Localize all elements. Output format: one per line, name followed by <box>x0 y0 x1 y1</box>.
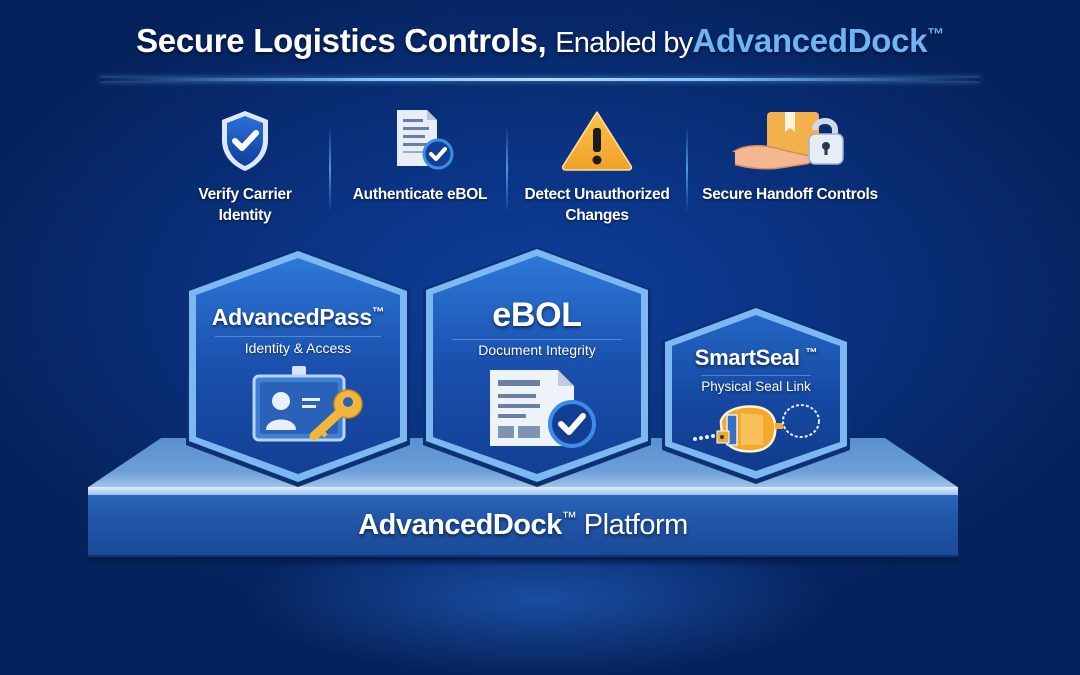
platform-edge <box>88 487 958 495</box>
title-main: Secure Logistics Controls, <box>136 22 547 59</box>
hand-package-lock-icon <box>731 112 844 170</box>
feature-divider <box>329 125 331 213</box>
document-check-icon <box>490 370 596 448</box>
warning-triangle-icon <box>561 111 633 171</box>
module-divider <box>701 375 811 376</box>
platform-shadow <box>88 557 958 567</box>
module-title: SmartSeal ™ <box>694 345 818 370</box>
feature-label: Detect Unauthorized Changes <box>524 186 670 224</box>
document-check-icon <box>397 110 454 170</box>
module-title: eBOL <box>492 296 582 335</box>
hexagon-shape <box>662 306 850 484</box>
id-badge-key-icon <box>252 366 363 442</box>
feature-label: Verify Carrier Identity <box>198 186 292 224</box>
module-subtitle: Identity & Access <box>244 340 352 356</box>
title-trademark: ™ <box>927 25 944 44</box>
feature-divider <box>506 125 508 213</box>
platform-base: AdvancedDock™ Platform <box>88 495 958 557</box>
feature-label: Authenticate eBOL <box>352 186 488 203</box>
module-divider <box>452 339 622 340</box>
title-underline-glow <box>100 78 980 81</box>
module-ebol: eBOL Document Integrity <box>422 246 652 488</box>
module-advancedpass: AdvancedPass™ Identity & Access <box>185 248 411 488</box>
hexagon-shape <box>423 247 651 487</box>
feature-divider <box>686 125 688 213</box>
module-subtitle: Physical Seal Link <box>701 379 811 394</box>
page-title: Secure Logistics Controls, Enabled byAdv… <box>0 22 1080 60</box>
platform-label: AdvancedDock™ Platform <box>358 509 688 541</box>
module-title: AdvancedPass™ <box>211 304 385 330</box>
title-brand: AdvancedDock <box>692 22 928 59</box>
module-divider <box>215 336 381 337</box>
title-enabled-by: Enabled by <box>555 27 693 59</box>
module-smartseal: SmartSeal ™ Physical Seal Link <box>661 305 851 485</box>
module-subtitle: Document Integrity <box>478 342 596 358</box>
hexagon-shape <box>186 249 410 487</box>
feature-label: Secure Handoff Controls <box>702 186 878 203</box>
bolt-seal-icon <box>693 404 820 453</box>
shield-check-icon <box>222 111 268 171</box>
